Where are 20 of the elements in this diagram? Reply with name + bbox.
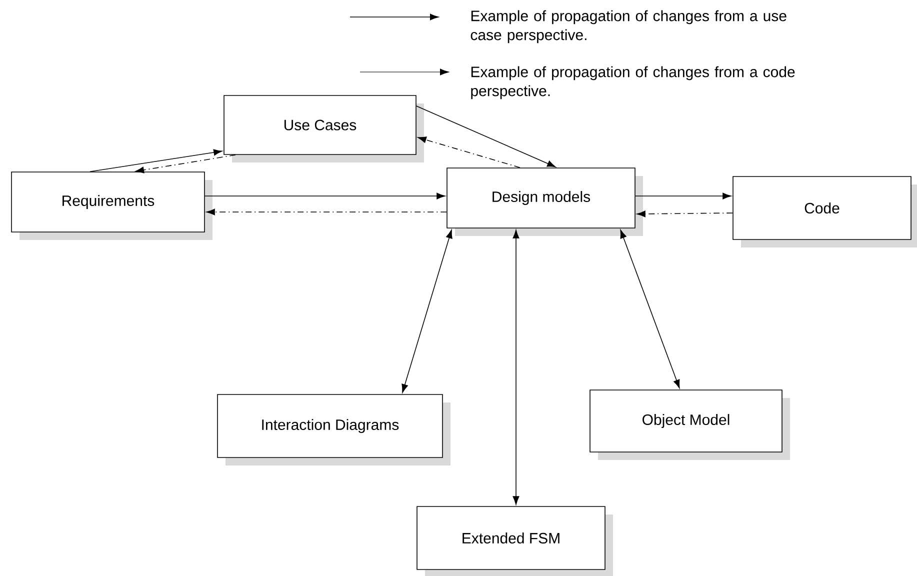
process-box: Design models: [446, 168, 636, 228]
arrow: [620, 230, 680, 388]
process-box: Requirements: [11, 172, 205, 232]
arrow: [636, 210, 733, 218]
legend-text: Example of propagation of changes from a use case perspective.: [470, 10, 786, 44]
legend-text: Example of propagation of changes from a code perspective.: [471, 66, 795, 100]
arrow: [512, 230, 520, 505]
arrow: [402, 230, 452, 393]
process-box: Use Cases: [224, 95, 416, 155]
process-box: Interaction Diagrams: [217, 394, 443, 458]
process-box: Extended FSM: [416, 506, 606, 570]
arrow: [204, 192, 446, 200]
arrow: [206, 208, 447, 216]
process-box: Code: [732, 176, 912, 240]
arrow: [90, 149, 222, 172]
arrow: [416, 106, 556, 168]
process-box: Object Model: [590, 390, 782, 452]
arrow: [418, 136, 520, 168]
arrow: [135, 154, 236, 174]
arrow: [635, 192, 732, 200]
